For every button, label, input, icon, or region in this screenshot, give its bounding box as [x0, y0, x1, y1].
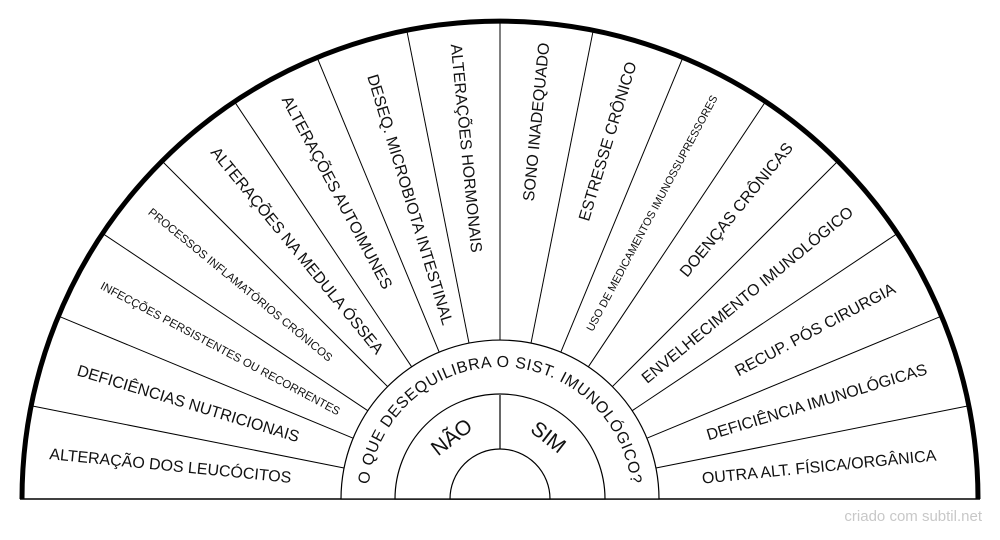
segment-dividers: [31, 21, 969, 469]
segment-divider: [316, 57, 440, 353]
footer-credit: criado com subtil.net: [844, 508, 982, 525]
segment-divider: [587, 101, 766, 368]
segment-divider: [655, 405, 969, 469]
outer-arc: [19, 18, 981, 500]
segment-label: ESTRESSE CRÔNICO: [574, 59, 640, 223]
segment-divider: [406, 30, 470, 344]
segment-divider: [58, 315, 354, 439]
segment-label: ALTERAÇÕES HORMONAIS: [447, 43, 487, 253]
segment-label: DESEQ. MICROBIOTA INTESTINAL: [363, 73, 455, 328]
segment-label: INFECÇÕES PERSISTENTES OU RECORRENTES: [98, 280, 342, 419]
segment-label: ALTERAÇÃO DOS LEUCÓCITOS: [49, 443, 293, 487]
segment-divider: [612, 160, 839, 387]
segment-label: PROCESSOS INFLAMATÓRIOS CRÔNICOS: [145, 206, 335, 365]
segment-divider: [530, 30, 594, 344]
segment-divider: [234, 101, 413, 368]
segment-divider: [560, 57, 684, 353]
segment-divider: [631, 233, 898, 412]
segment-label: SONO INADEQUADO: [521, 42, 554, 202]
segment-divider: [102, 233, 369, 412]
segment-divider: [161, 160, 388, 387]
segment-divider: [646, 315, 942, 439]
center-hub: [449, 448, 551, 500]
segment-divider: [31, 405, 345, 469]
